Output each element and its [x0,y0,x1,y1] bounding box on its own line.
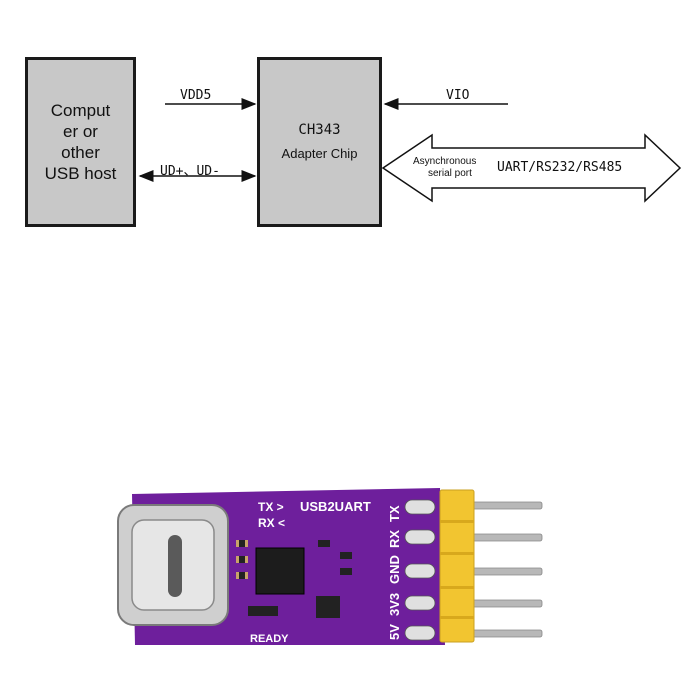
solder-pads [404,499,436,641]
ch343-chip-box: CH343 Adapter Chip [257,57,382,227]
vdd5-label: VDD5 [180,88,212,103]
tx-marker: TX > [258,500,284,514]
host-label-line: USB host [44,164,117,183]
chip-subtitle: Adapter Chip [281,146,358,161]
pin-label-tx: TX [387,505,402,522]
board-title: USB2UART [300,499,371,514]
usb-host-box: Comput er or other USB host [25,57,136,227]
vio-label: VIO [446,88,470,103]
smd-components [236,540,352,618]
serial-double-arrow [381,133,682,203]
ready-label: READY [250,633,289,645]
serial-desc-line1: Asynchronous [413,156,477,167]
pin-label-gnd: GND [387,555,402,584]
serial-protocols-label: UART/RS232/RS485 [497,160,623,175]
pin-label-rx: RX [387,530,402,548]
serial-desc-line2: serial port [428,168,472,179]
pin-label-3v3: 3V3 [387,593,402,616]
chip-name: CH343 [298,122,341,138]
usb-data-label: UD+、UD- [160,164,220,179]
pin-label-5v: 5V [387,624,402,640]
header-pins [469,501,543,638]
host-label-line: er or [63,122,98,141]
host-label-line: Comput [50,101,111,120]
ch343-ic [255,547,305,595]
diagram-arrows [138,98,682,203]
rx-marker: RX < [258,516,285,530]
pin-header-housing [439,489,475,643]
host-label-line: other [61,143,100,162]
